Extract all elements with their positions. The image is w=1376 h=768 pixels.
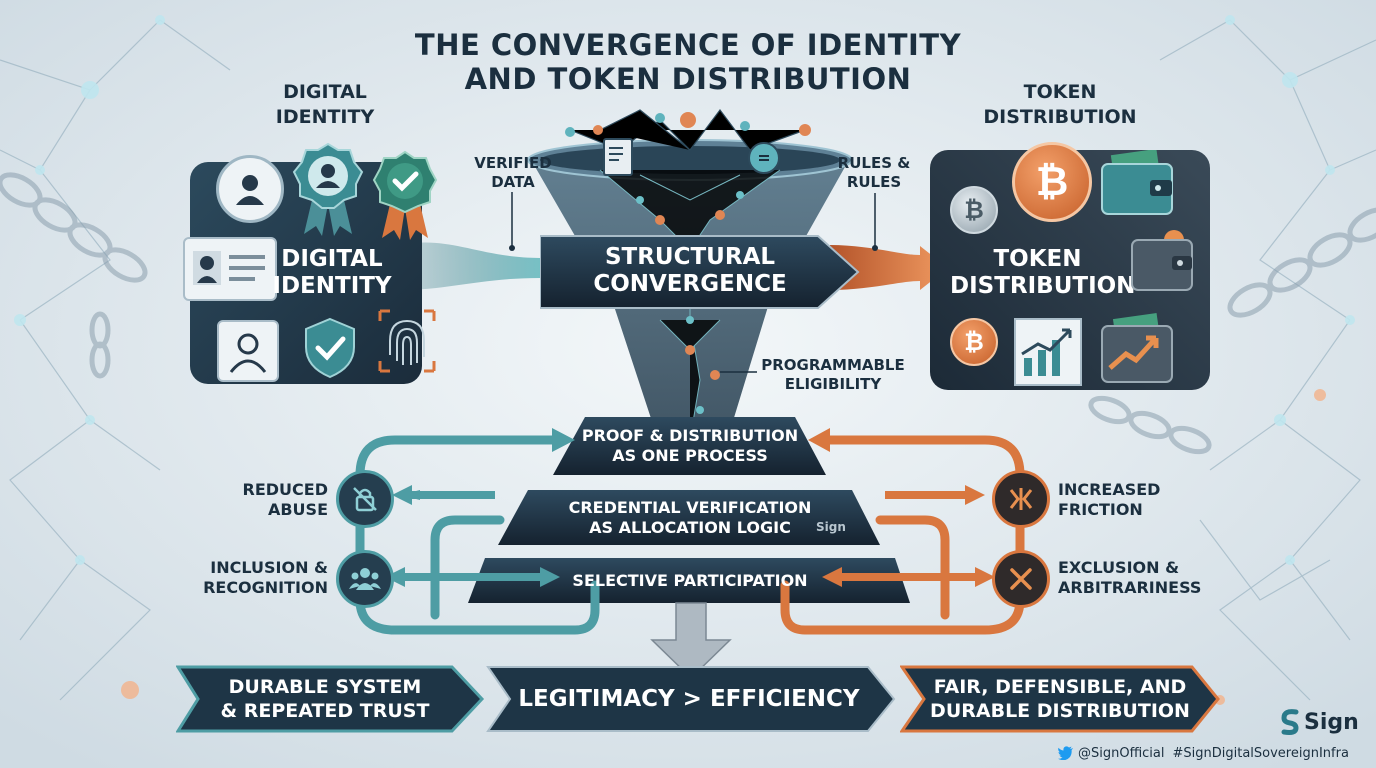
left-panel-label-line-1: DIGITAL (281, 246, 383, 272)
right-panel-label: TOKEN DISTRIBUTION (950, 246, 1136, 300)
bottom-banner-durable-system: DURABLE SYSTEM & REPEATED TRUST (176, 665, 486, 733)
right-panel-label-line-2: DISTRIBUTION (950, 273, 1136, 299)
friction-icon (992, 470, 1050, 528)
tier-3-line-1: SELECTIVE PARTICIPATION (572, 571, 808, 590)
fingerprint-icon (376, 307, 438, 375)
bottom-right-line-2: DURABLE DISTRIBUTION (930, 700, 1190, 722)
callout-verified-line-1: VERIFIED (474, 154, 552, 172)
bottom-banner-fair-distribution: FAIR, DEFENSIBLE, AND DURABLE DISTRIBUTI… (900, 665, 1220, 733)
profile-icon (217, 320, 279, 382)
right-header-line-1: TOKEN (1023, 81, 1097, 103)
left-header: DIGITAL IDENTITY (250, 80, 400, 130)
callout-rules-line-1: RULES & (837, 154, 911, 172)
wallet-coin-icon (1130, 228, 1196, 294)
outcome-increased-friction: INCREASED FRICTION (1058, 480, 1188, 520)
bottom-center-line-1: LEGITIMACY > EFFICIENCY (518, 686, 860, 712)
tier-1-line-1: PROOF & DISTRIBUTION (581, 426, 799, 445)
tier-1-line-2: AS ONE PROCESS (612, 446, 768, 465)
outcome-exclusion-line-1: EXCLUSION & (1058, 558, 1180, 577)
outcome-exclusion-line-2: ARBITRARINESS (1058, 578, 1202, 597)
silver-coin-icon: ₿ (950, 186, 998, 234)
left-header-line-2: IDENTITY (275, 106, 375, 128)
tier-selective-participation: SELECTIVE PARTICIPATION (470, 562, 910, 600)
right-header-line-2: DISTRIBUTION (983, 106, 1137, 128)
outcome-inclusion-line-2: RECOGNITION (203, 578, 328, 597)
bottom-left-line-1: DURABLE SYSTEM (228, 676, 422, 698)
bottom-banner-legitimacy: LEGITIMACY > EFFICIENCY (486, 665, 898, 733)
bottom-right-line-1: FAIR, DEFENSIBLE, AND (933, 676, 1187, 698)
center-banner-line-1: STRUCTURAL (604, 244, 776, 270)
outcome-inclusion-recognition: INCLUSION & RECOGNITION (198, 558, 328, 598)
structural-convergence-banner: STRUCTURAL CONVERGENCE (540, 232, 862, 312)
wallet-icon (1100, 148, 1176, 216)
outcome-friction-line-1: INCREASED (1058, 480, 1161, 499)
callout-rules-line-2: RULES (846, 173, 902, 191)
tier-2-line-2: AS ALLOCATION LOGIC (589, 518, 791, 537)
identity-badge-icon (292, 142, 364, 238)
document-icon (603, 138, 633, 176)
token-node-icon (748, 142, 780, 174)
center-banner-line-2: CONVERGENCE (593, 271, 787, 297)
outcome-exclusion-arbitrariness: EXCLUSION & ARBITRARINESS (1058, 558, 1218, 598)
outcome-reduced-line-1: REDUCED (242, 480, 328, 499)
growth-chart-icon (1014, 318, 1082, 386)
brand-logo-text: Sign (1304, 709, 1359, 735)
user-avatar-icon (216, 155, 284, 223)
x-icon (992, 550, 1050, 608)
sign-logo-icon (1281, 709, 1299, 735)
tier-watermark: Sign (816, 520, 846, 534)
tier-2-line-1: CREDENTIAL VERIFICATION (568, 498, 812, 517)
left-header-line-1: DIGITAL (283, 81, 367, 103)
outcome-inclusion-line-1: INCLUSION & (210, 558, 328, 577)
right-panel-label-line-1: TOKEN (993, 246, 1082, 272)
callout-programmable-line-1: PROGRAMMABLE (761, 356, 905, 374)
page-title-line-2: AND TOKEN DISTRIBUTION (464, 62, 912, 96)
right-header: TOKEN DISTRIBUTION (970, 80, 1150, 130)
left-panel-label: DIGITAL IDENTITY (262, 246, 402, 300)
callout-rules: RULES & RULES (834, 154, 914, 192)
brand-logo: Sign (1278, 706, 1368, 738)
bitcoin-coin-icon: ₿ (1012, 142, 1092, 222)
callout-programmable-eligibility: PROGRAMMABLE ELIGIBILITY (758, 356, 908, 394)
outcome-reduced-abuse: REDUCED ABUSE (228, 480, 328, 520)
callout-verified-data: VERIFIED DATA (470, 154, 556, 192)
left-panel-label-line-2: IDENTITY (272, 273, 392, 299)
twitter-bird-icon (1058, 746, 1073, 760)
outcome-reduced-line-2: ABUSE (267, 500, 328, 519)
callout-verified-line-2: DATA (491, 173, 535, 191)
tier-proof-distribution: PROOF & DISTRIBUTION AS ONE PROCESS (556, 420, 824, 472)
people-icon (336, 550, 394, 608)
shield-check-icon (300, 315, 360, 379)
wallet-growth-icon (1100, 312, 1174, 384)
footer-hashtag[interactable]: #SignDigitalSovereignInfra (1172, 745, 1349, 761)
callout-programmable-line-2: ELIGIBILITY (784, 375, 882, 393)
footer: @SignOfficial #SignDigitalSovereignInfra (1058, 743, 1370, 763)
lock-off-icon (336, 470, 394, 528)
page-title-line-1: THE CONVERGENCE OF IDENTITY (414, 28, 962, 62)
id-card-icon (183, 237, 277, 301)
outcome-friction-line-2: FRICTION (1058, 500, 1143, 519)
bottom-left-line-2: & REPEATED TRUST (220, 700, 430, 722)
check-badge-icon (372, 150, 438, 242)
tier-credential-verification: CREDENTIAL VERIFICATION AS ALLOCATION LO… (505, 493, 875, 543)
bitcoin-small-icon: ₿ (950, 318, 998, 366)
footer-handle[interactable]: @SignOfficial (1078, 745, 1165, 761)
